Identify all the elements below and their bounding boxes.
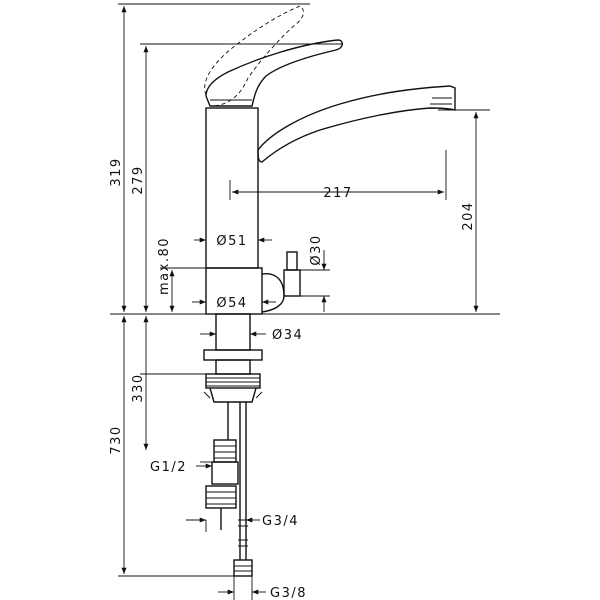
aerator — [430, 97, 452, 105]
nut-thread — [206, 377, 260, 387]
label-319: 319 — [109, 157, 124, 186]
shank-middle — [215, 359, 251, 375]
label-d34: Ø34 — [272, 328, 303, 343]
shank-upper — [215, 313, 251, 351]
connector-g34 — [205, 485, 237, 509]
label-279: 279 — [131, 165, 146, 194]
label-g38: G3/8 — [270, 586, 307, 600]
connector-g38 — [233, 559, 253, 577]
lock-nut — [205, 373, 261, 389]
label-max80: max.80 — [157, 237, 172, 295]
label-g34: G3/4 — [262, 514, 299, 529]
label-d54: Ø54 — [216, 296, 247, 311]
connector-g12 — [213, 439, 237, 463]
label-204: 204 — [461, 201, 476, 230]
label-217: 217 — [323, 186, 352, 201]
label-d51: Ø51 — [216, 234, 247, 249]
mounting-washer — [203, 349, 263, 361]
clip — [203, 391, 263, 399]
label-d30: Ø30 — [309, 234, 324, 265]
nut-bottom — [209, 387, 257, 403]
label-g12: G1/2 — [150, 460, 187, 475]
valve-housing — [261, 273, 285, 313]
label-730: 730 — [109, 425, 124, 454]
valve-stem — [286, 251, 298, 271]
hose-fitting — [238, 519, 248, 547]
spout — [257, 85, 456, 163]
connector-g38-thread — [234, 565, 252, 572]
valve-knob — [283, 269, 301, 297]
connector-g12-thread — [214, 445, 236, 459]
label-330: 330 — [131, 373, 146, 402]
connector-g34-thread — [206, 491, 236, 505]
connector-body — [211, 461, 239, 485]
lever — [205, 39, 343, 107]
lever-open-position — [204, 5, 304, 107]
